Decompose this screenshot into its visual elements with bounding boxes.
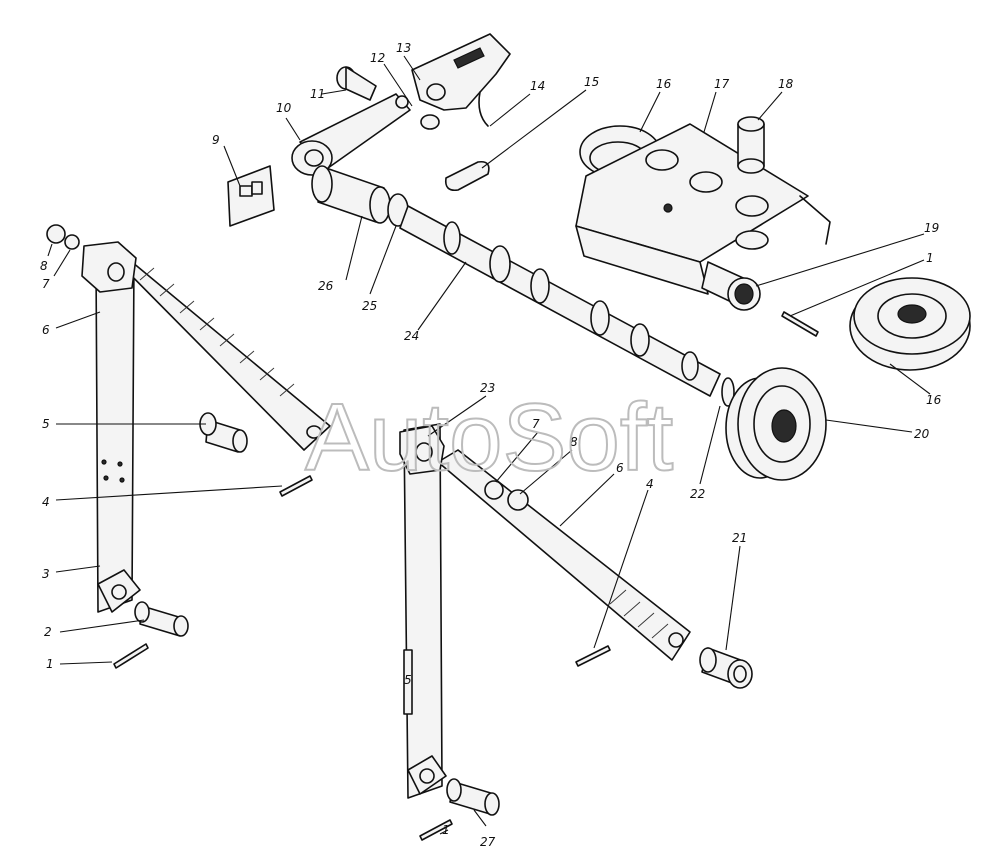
- callout-5: 5: [42, 417, 50, 431]
- callout-6: 6: [616, 461, 624, 475]
- callout-labels: 1 1 1 2 3 4 4 5 5 6 6 7 7 8 8 9 10 11 12…: [40, 41, 942, 849]
- callout-4: 4: [42, 495, 50, 509]
- cotter-pin-1-right: [781, 311, 819, 337]
- left-pin-2: [134, 601, 189, 637]
- callout-21: 21: [732, 531, 747, 545]
- callout-3: 3: [42, 567, 50, 581]
- left-diagonal-strip: [107, 251, 331, 451]
- callout-23: 23: [480, 381, 495, 395]
- mounting-plate-17: [575, 123, 809, 263]
- plate-hole-2: [689, 171, 723, 193]
- right-diagonal-hatching: [609, 589, 669, 639]
- housing-assembly: [575, 116, 831, 311]
- callout-12: 12: [370, 51, 385, 65]
- callout-9: 9: [212, 133, 220, 147]
- left-strip-hole-4: [119, 477, 125, 483]
- right-clamp-hole: [415, 442, 433, 462]
- callout-8: 8: [570, 435, 578, 449]
- left-cotter-pin-1: [113, 643, 149, 669]
- left-nut: [46, 224, 66, 244]
- clevis-slot: [453, 47, 485, 69]
- watermark: AutoSoft: [305, 384, 673, 491]
- callout-2: 2: [44, 625, 52, 639]
- callout-11: 11: [310, 87, 325, 101]
- left-bottom-plate-hole: [111, 584, 127, 600]
- grease-fitting-9: [239, 181, 263, 197]
- plate-hole-3: [735, 195, 769, 217]
- pin-11: [336, 66, 377, 101]
- callout-22: 22: [690, 487, 705, 501]
- left-strip-hole-3: [103, 475, 109, 481]
- left-strip-hole-2: [117, 461, 123, 467]
- right-diagonal-strip: [437, 449, 691, 661]
- shaft-collars: [443, 221, 699, 381]
- callout-14: 14: [530, 79, 545, 93]
- right-diagonal-end-hole: [668, 632, 684, 648]
- callout-7: 7: [532, 417, 540, 431]
- plate-rod: [799, 195, 831, 245]
- pin-18: [737, 116, 765, 174]
- right-pin-27: [446, 778, 500, 816]
- right-strip-slot: [403, 649, 413, 715]
- lever-10-end-hole: [395, 95, 409, 109]
- callout-5: 5: [404, 673, 412, 687]
- lever-10-bore: [304, 149, 324, 167]
- right-bottom-plate-hole: [419, 768, 435, 784]
- left-diagonal-end-hole: [306, 425, 322, 439]
- cotter-pin-14: [478, 91, 489, 127]
- callout-8: 8: [40, 259, 48, 273]
- callout-1: 1: [442, 823, 450, 837]
- callout-17: 17: [714, 77, 730, 91]
- plate-hole-4: [735, 230, 769, 250]
- right-cotter-pin-4: [575, 645, 611, 667]
- tube-19: [701, 261, 761, 311]
- washer-22: [721, 377, 735, 407]
- clevis-hole: [426, 83, 446, 101]
- mounting-plate-front-face: [575, 225, 709, 295]
- callout-13: 13: [396, 41, 411, 55]
- callout-10: 10: [276, 101, 292, 115]
- callout-7: 7: [42, 277, 50, 291]
- callout-19: 19: [924, 221, 939, 235]
- leader-lines: [47, 55, 931, 835]
- key-15: [444, 160, 490, 192]
- left-cotter-pin-4: [279, 475, 313, 497]
- pulley-20: [725, 367, 827, 481]
- callout-20: 20: [914, 427, 930, 441]
- left-pin-5: [199, 412, 248, 453]
- callout-6: 6: [42, 323, 50, 337]
- right-nut-8: [507, 489, 529, 511]
- bushing-26: [311, 165, 391, 224]
- callout-4: 4: [646, 477, 654, 491]
- right-cotter-pin-1: [419, 819, 453, 841]
- plate-small-hole: [663, 203, 673, 213]
- clevis-13: [411, 33, 511, 111]
- callout-18: 18: [778, 77, 794, 91]
- callout-26: 26: [318, 279, 334, 293]
- callout-16: 16: [656, 77, 672, 91]
- left-diagonal-hatching: [139, 267, 295, 397]
- callout-27: 27: [480, 835, 496, 849]
- right-lock-washer-7: [484, 480, 504, 500]
- callout-24: 24: [404, 329, 419, 343]
- left-lock-washer: [64, 234, 80, 250]
- washer-12: [420, 114, 440, 130]
- left-vertical-strip: [95, 257, 135, 613]
- right-bracket-assembly: [399, 423, 753, 841]
- left-strip-hole-1: [101, 459, 107, 465]
- callout-15: 15: [584, 75, 599, 89]
- callout-1: 1: [926, 251, 934, 265]
- bushing-21: [699, 647, 753, 689]
- callout-25: 25: [362, 299, 377, 313]
- pulley-16-right: [849, 277, 971, 371]
- callout-1: 1: [46, 657, 54, 671]
- callout-16: 16: [926, 393, 942, 407]
- main-shaft: [311, 165, 735, 407]
- left-bracket-assembly: [46, 224, 331, 669]
- left-clamp-hole: [107, 262, 125, 282]
- plate-hole-1: [645, 149, 679, 171]
